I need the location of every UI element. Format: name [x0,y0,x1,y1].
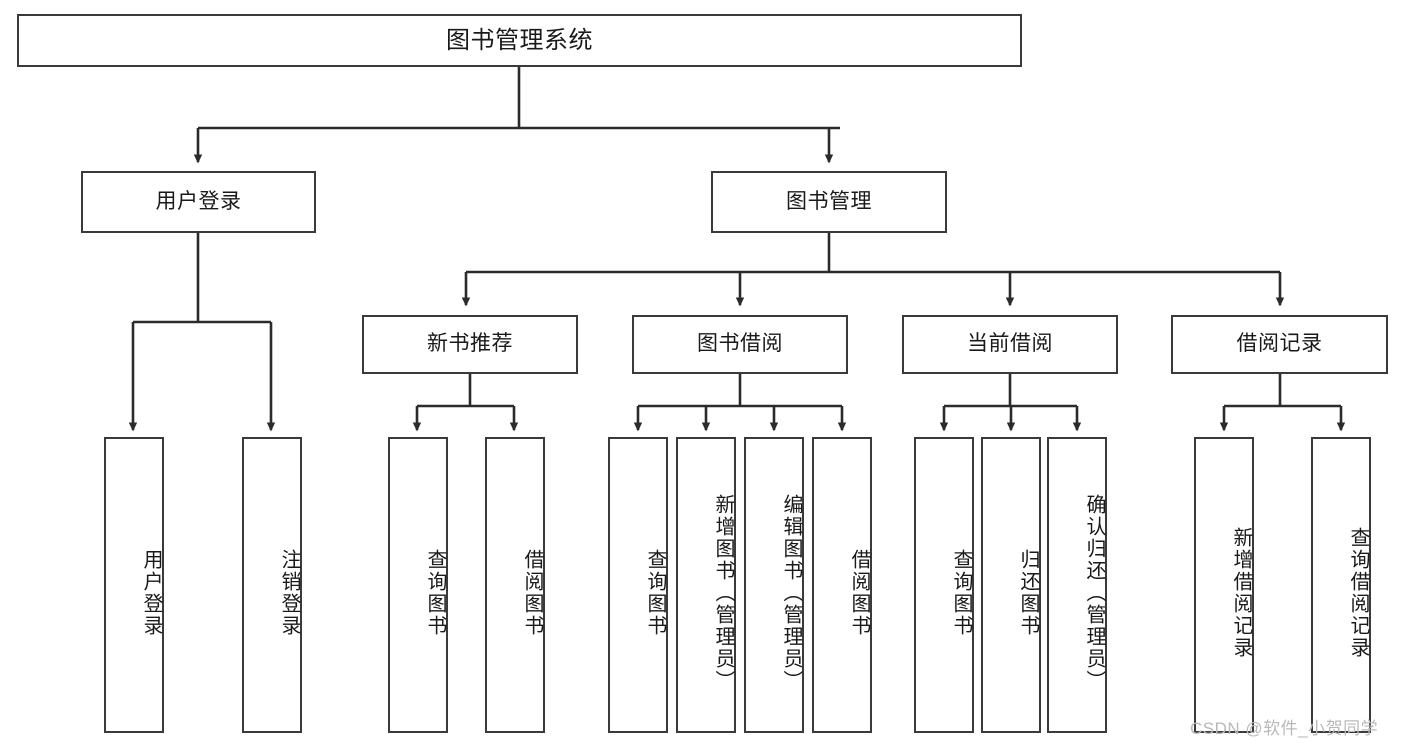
node-leaf-query-book-recommend[interactable]: 查询图书 [388,437,448,733]
node-leaf-return-book[interactable]: 归还图书 [981,437,1041,733]
node-leaf-logout-label: 注销登录 [278,549,300,637]
node-new-book-recommend[interactable]: 新书推荐 [362,315,578,374]
node-root-label: 图书管理系统 [446,26,593,54]
node-leaf-user-login-label: 用户登录 [140,549,162,637]
node-leaf-borrow-book-label: 借阅图书 [848,549,870,637]
node-book-management-label: 图书管理 [786,189,872,213]
node-leaf-add-book-admin-label: 新增图书（管理员） [712,494,734,692]
node-leaf-query-book-current-label: 查询图书 [950,549,972,637]
node-leaf-borrow-book[interactable]: 借阅图书 [812,437,872,733]
node-root[interactable]: 图书管理系统 [17,14,1022,67]
node-user-login[interactable]: 用户登录 [81,171,316,233]
node-leaf-borrow-book-recommend-label: 借阅图书 [521,549,543,637]
node-book-borrow[interactable]: 图书借阅 [632,315,848,374]
node-book-borrow-label: 图书借阅 [697,332,783,356]
node-leaf-confirm-return-admin-label: 确认归还（管理员） [1083,494,1105,692]
node-leaf-query-book-borrow[interactable]: 查询图书 [608,437,668,733]
node-current-borrow-label: 当前借阅 [967,332,1053,356]
node-leaf-query-book-current[interactable]: 查询图书 [914,437,974,733]
node-new-book-recommend-label: 新书推荐 [427,332,513,356]
node-leaf-query-borrow-record[interactable]: 查询借阅记录 [1311,437,1371,733]
node-leaf-add-borrow-record-label: 新增借阅记录 [1230,527,1252,659]
node-book-management[interactable]: 图书管理 [711,171,947,233]
node-current-borrow[interactable]: 当前借阅 [902,315,1118,374]
node-leaf-edit-book-admin-label: 编辑图书（管理员） [780,494,802,692]
node-leaf-query-borrow-record-label: 查询借阅记录 [1347,527,1369,659]
node-leaf-add-borrow-record[interactable]: 新增借阅记录 [1194,437,1254,733]
node-user-login-label: 用户登录 [155,189,242,213]
node-leaf-add-book-admin[interactable]: 新增图书（管理员） [676,437,736,733]
node-leaf-return-book-label: 归还图书 [1017,549,1039,637]
node-leaf-borrow-book-recommend[interactable]: 借阅图书 [485,437,545,733]
node-borrow-record-label: 借阅记录 [1236,332,1323,356]
node-leaf-query-book-borrow-label: 查询图书 [644,549,666,637]
node-leaf-user-login[interactable]: 用户登录 [104,437,164,733]
node-leaf-query-book-recommend-label: 查询图书 [424,549,446,637]
node-leaf-logout[interactable]: 注销登录 [242,437,302,733]
node-leaf-confirm-return-admin[interactable]: 确认归还（管理员） [1047,437,1107,733]
watermark: CSDN @软件_小贺同学 [1190,719,1379,738]
node-borrow-record[interactable]: 借阅记录 [1171,315,1388,374]
node-leaf-edit-book-admin[interactable]: 编辑图书（管理员） [744,437,804,733]
